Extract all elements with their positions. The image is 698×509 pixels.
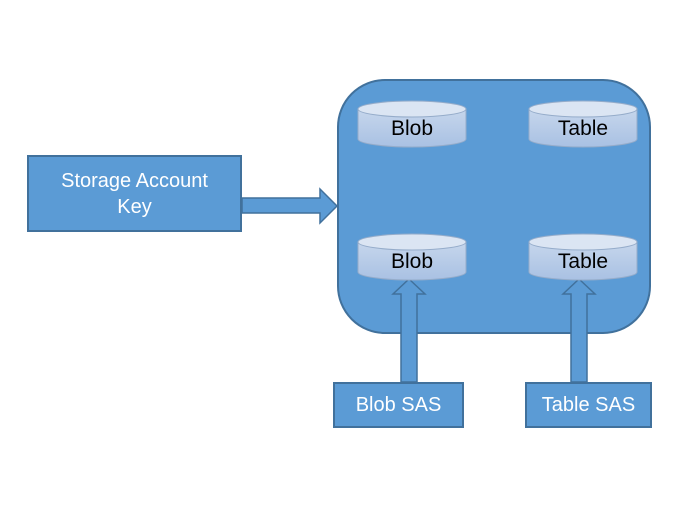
cylinder-icon <box>528 100 638 148</box>
blob-sas-box: Blob SAS <box>333 382 464 428</box>
table-sas-arrow-icon <box>561 277 597 383</box>
table-cylinder-top: Table <box>528 100 638 148</box>
storage-account-key-box: Storage Account Key <box>27 155 242 232</box>
table-sas-box: Table SAS <box>525 382 652 428</box>
table-sas-label: Table SAS <box>541 394 636 416</box>
blob-sas-label: Blob SAS <box>355 394 442 416</box>
table-top-label: Table <box>557 116 609 140</box>
blob-top-label: Blob <box>390 116 434 140</box>
blob-bottom-label: Blob <box>390 249 434 273</box>
storage-account-key-label: Storage Account Key <box>61 169 208 218</box>
blob-cylinder-top: Blob <box>357 100 467 148</box>
cylinder-icon <box>357 233 467 281</box>
table-cylinder-bottom: Table <box>528 233 638 281</box>
cylinder-icon <box>528 233 638 281</box>
table-bottom-label: Table <box>557 249 609 273</box>
blob-cylinder-bottom: Blob <box>357 233 467 281</box>
storage-key-arrow-icon <box>242 187 339 225</box>
blob-sas-arrow-icon <box>391 277 427 383</box>
cylinder-icon <box>357 100 467 148</box>
